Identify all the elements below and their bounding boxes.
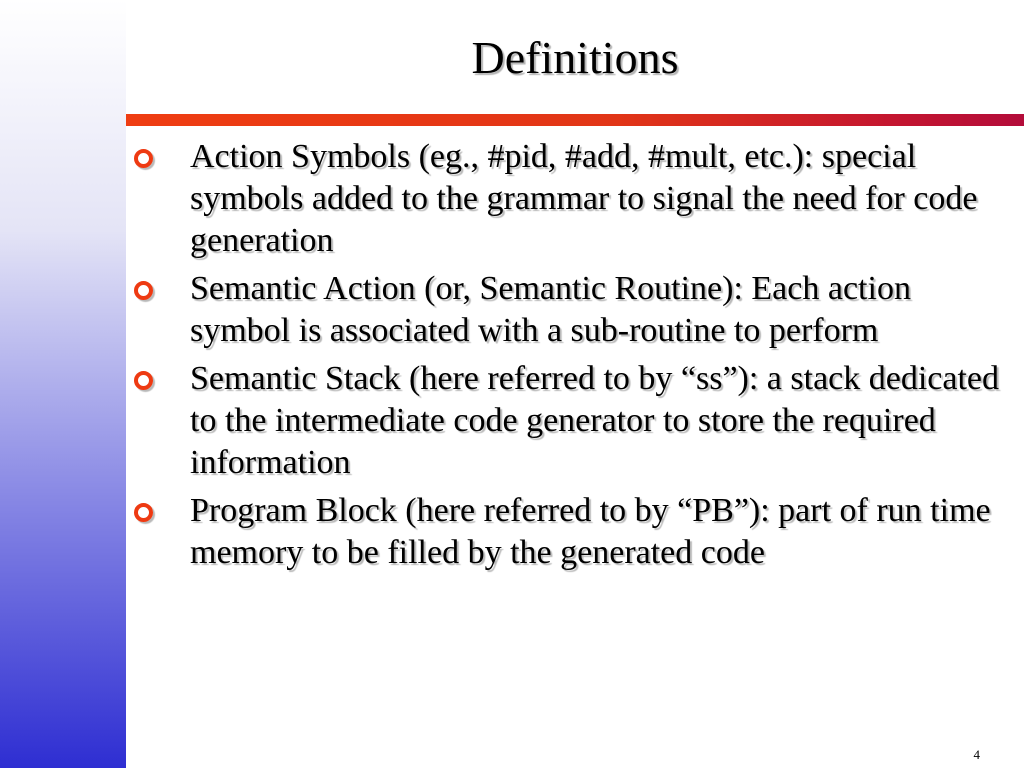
bullet-list: Action Symbols (eg., #pid, #add, #mult, … bbox=[134, 136, 1014, 580]
bullet-item-program-block: Program Block (here referred to by “PB”)… bbox=[134, 490, 1014, 574]
bullet-text: Program Block (here referred to by “PB”)… bbox=[190, 492, 991, 571]
bullet-item-semantic-action: Semantic Action (or, Semantic Routine): … bbox=[134, 268, 1014, 352]
left-gradient-band bbox=[0, 0, 126, 768]
bullet-item-semantic-stack: Semantic Stack (here referred to by “ss”… bbox=[134, 358, 1014, 484]
title-underline-rule bbox=[126, 114, 1024, 126]
bullet-item-action-symbols: Action Symbols (eg., #pid, #add, #mult, … bbox=[134, 136, 1014, 262]
hollow-circle-bullet-icon bbox=[134, 281, 153, 300]
bullet-text: Semantic Stack (here referred to by “ss”… bbox=[190, 360, 1000, 481]
hollow-circle-bullet-icon bbox=[134, 149, 153, 168]
page-number: 4 bbox=[973, 747, 981, 762]
bullet-text: Action Symbols (eg., #pid, #add, #mult, … bbox=[190, 138, 978, 259]
hollow-circle-bullet-icon bbox=[134, 371, 153, 390]
slide-title: Definitions bbox=[471, 32, 679, 83]
hollow-circle-bullet-icon bbox=[134, 503, 153, 522]
bullet-text: Semantic Action (or, Semantic Routine): … bbox=[190, 270, 911, 349]
